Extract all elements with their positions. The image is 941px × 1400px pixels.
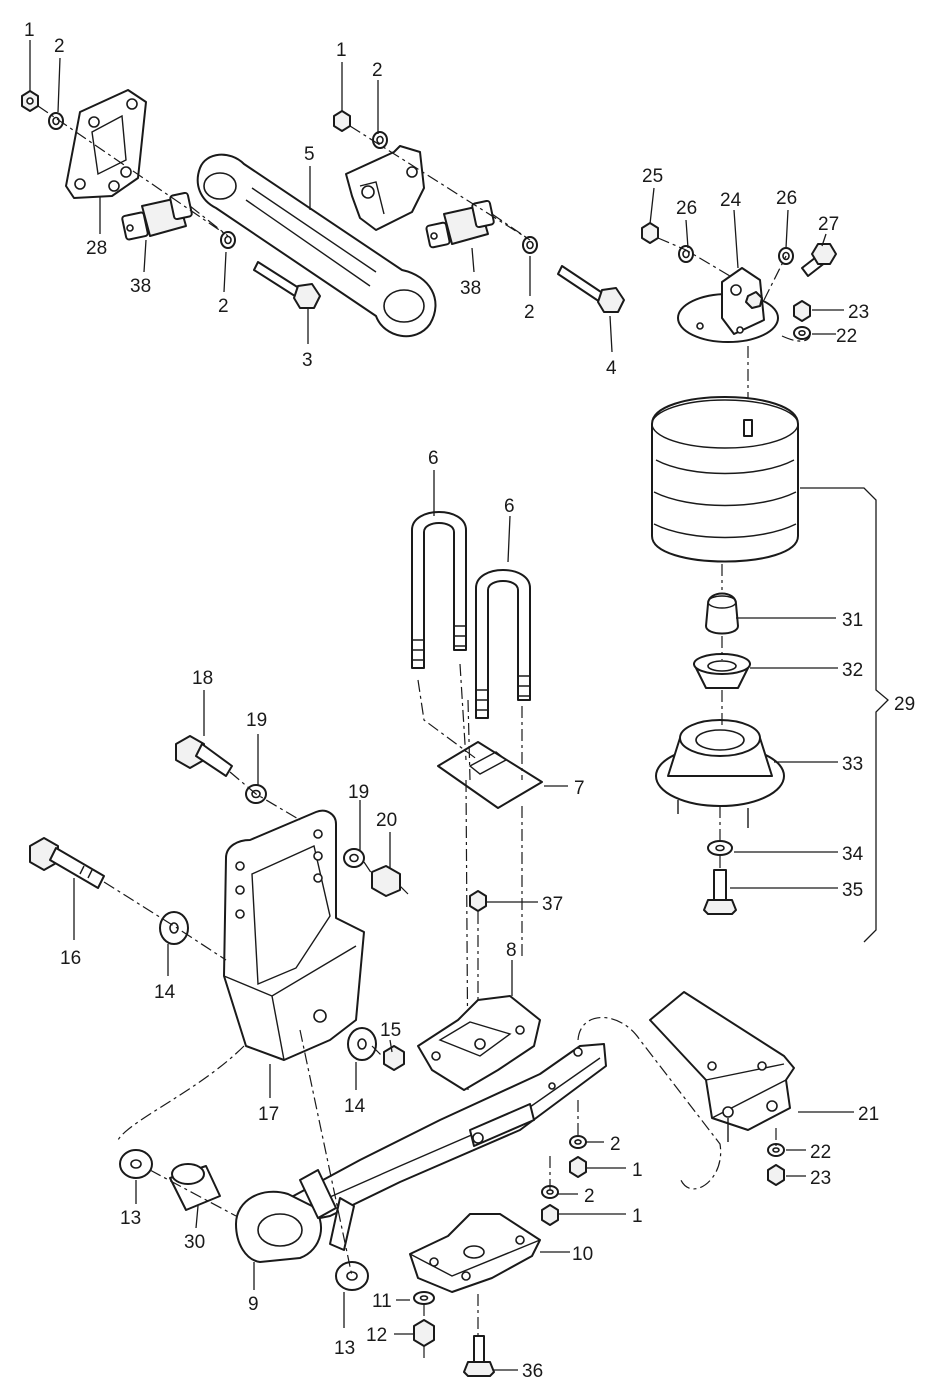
bushing-38-left: [121, 191, 193, 241]
callout-20: 20: [376, 810, 397, 831]
callout-numbers: 1 2 28 38 2 3 5 1 2 38 2 4 25 26 24 26 2…: [24, 20, 915, 1382]
bushing-38-right: [425, 199, 495, 249]
nut-12: [413, 1319, 435, 1347]
nut-20: [371, 865, 401, 897]
washer-2-bolt-3: [220, 231, 321, 309]
callout-25: 25: [642, 166, 663, 187]
washer-2-bolt-4: [522, 236, 625, 313]
callout-2: 2: [54, 36, 65, 57]
callout-15: 15: [380, 1020, 401, 1041]
callout-2: 2: [610, 1134, 621, 1155]
callout-30: 30: [184, 1232, 205, 1253]
callout-17: 17: [258, 1104, 279, 1125]
callout-27: 27: [818, 214, 839, 235]
callout-3: 3: [302, 350, 313, 371]
callout-2: 2: [524, 302, 535, 323]
callout-34: 34: [842, 844, 864, 865]
callout-29: 29: [894, 694, 915, 715]
callout-22: 22: [836, 326, 857, 347]
callout-11: 11: [372, 1291, 392, 1312]
callout-38: 38: [130, 276, 151, 297]
axle-seat-8: [417, 995, 541, 1091]
nut-15: [383, 1045, 405, 1071]
nut-37: [469, 890, 487, 912]
callout-32: 32: [842, 660, 863, 681]
callout-36: 36: [522, 1361, 543, 1382]
callout-13: 13: [120, 1208, 141, 1229]
callout-14: 14: [154, 982, 176, 1003]
upper-mount-group: [641, 222, 837, 420]
callout-26: 26: [676, 198, 697, 219]
u-bolt-6-front: [475, 569, 531, 719]
callout-23: 23: [810, 1168, 831, 1189]
spring-hanger-17: [223, 809, 365, 1061]
callout-6: 6: [504, 496, 515, 517]
callout-2: 2: [218, 296, 229, 317]
callout-31: 31: [842, 610, 863, 631]
callout-7: 7: [574, 778, 585, 799]
washer-2-top-left: [48, 112, 64, 130]
callout-4: 4: [606, 358, 617, 379]
callout-35: 35: [842, 880, 863, 901]
callout-8: 8: [506, 940, 517, 961]
nut-23-top: [793, 300, 811, 322]
leader-lines: [29, 40, 889, 1371]
callout-18: 18: [192, 668, 213, 689]
callout-10: 10: [572, 1244, 593, 1265]
callout-33: 33: [842, 754, 863, 775]
leaf-spring-9: [235, 1043, 607, 1263]
bolt-36: [463, 1335, 495, 1377]
spring-pad-10: [409, 1213, 541, 1293]
bolt-27: [801, 243, 837, 277]
bolt-35: [703, 869, 737, 915]
callout-22: 22: [810, 1142, 831, 1163]
bracket-plate-28: [65, 89, 147, 199]
callout-37: 37: [542, 894, 563, 915]
callout-16: 16: [60, 948, 81, 969]
callout-5: 5: [304, 144, 315, 165]
axle-bracket-center: [345, 145, 425, 231]
callout-6: 6: [428, 448, 439, 469]
spacer-plate-7: [437, 741, 543, 809]
callout-1: 1: [24, 20, 35, 41]
callout-26: 26: [776, 188, 797, 209]
callout-1: 1: [336, 40, 347, 61]
bushing-30: [169, 1163, 221, 1211]
nut-23-bottom: [767, 1164, 785, 1186]
washer-nut-stack-lower: [541, 1135, 587, 1226]
callout-2: 2: [372, 60, 383, 81]
nut-1-top-left: [21, 90, 39, 112]
callout-19: 19: [348, 782, 369, 803]
bump-stop-31: [705, 592, 739, 635]
callout-13: 13: [334, 1338, 355, 1359]
bolt-16: [29, 837, 105, 889]
callout-23: 23: [848, 302, 869, 323]
callout-2: 2: [584, 1186, 595, 1207]
callout-24: 24: [720, 190, 742, 211]
callout-28: 28: [86, 238, 107, 259]
callout-9: 9: [248, 1294, 259, 1315]
washer-34: [707, 840, 733, 856]
nut-1-washer-2-center: [333, 110, 388, 149]
mounting-bracket-21: [649, 991, 795, 1142]
air-bellows: [651, 396, 799, 563]
u-bolt-6-rear: [411, 511, 467, 669]
nut-25: [641, 222, 659, 244]
callout-19: 19: [246, 710, 267, 731]
torque-rod-group: [21, 89, 625, 338]
callout-1: 1: [632, 1206, 643, 1227]
mounting-plate-24: [677, 267, 779, 343]
callout-21: 21: [858, 1104, 879, 1125]
piston-base-33: [655, 719, 785, 828]
bolt-18: [175, 735, 233, 777]
air-spring-assembly-29: [651, 396, 799, 915]
callout-1: 1: [632, 1160, 643, 1181]
callout-14: 14: [344, 1096, 366, 1117]
callout-12: 12: [366, 1325, 387, 1346]
retainer-cup-32: [693, 653, 751, 689]
callout-38: 38: [460, 278, 481, 299]
torque-rod-5: [196, 153, 437, 338]
